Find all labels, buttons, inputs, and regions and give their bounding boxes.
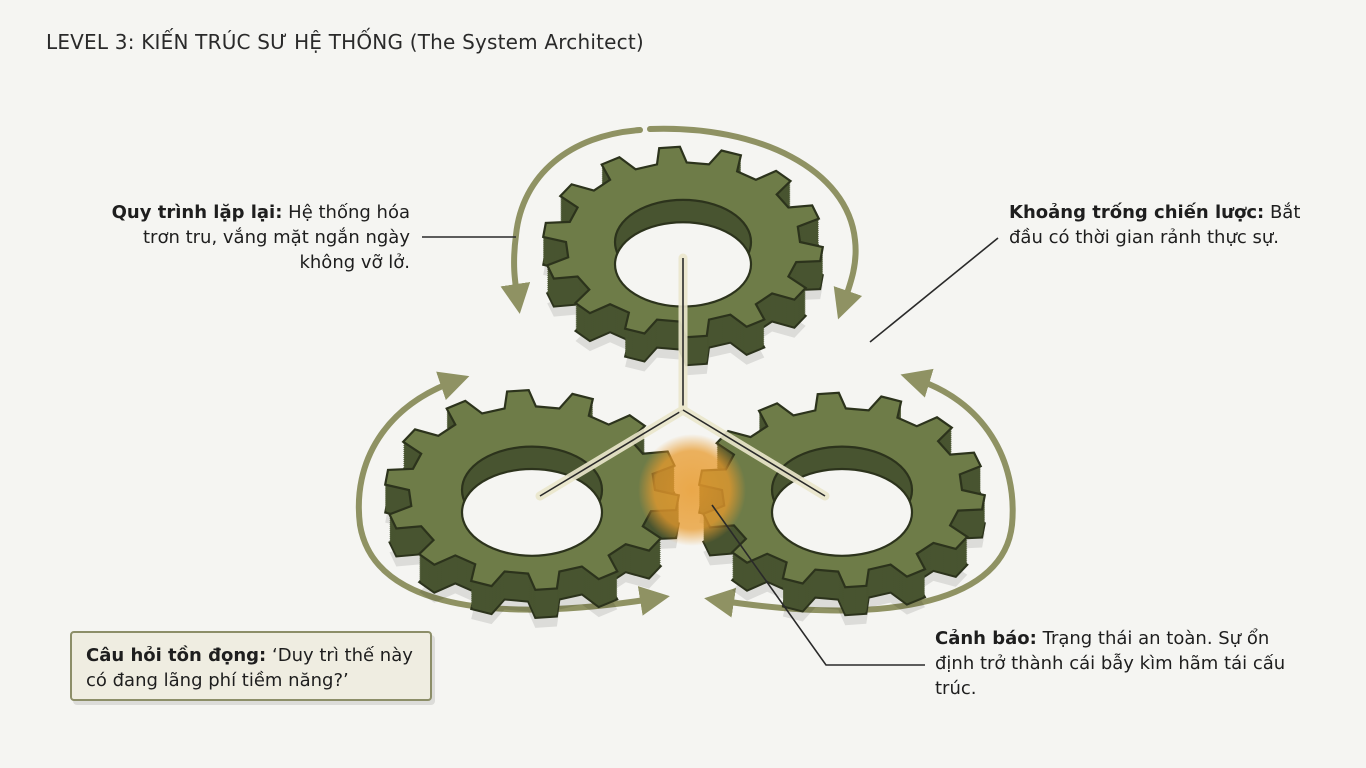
left-gear-arrow xyxy=(355,371,670,616)
question-box: Câu hỏi tồn đọng: ‘Duy trì thế này có đa… xyxy=(70,631,432,701)
left-gear-hole xyxy=(460,467,604,557)
note-space-title: Khoảng trống chiến lược: xyxy=(1009,202,1265,223)
note-warning-title: Cảnh báo: xyxy=(935,628,1037,649)
rod-left-line xyxy=(539,409,684,497)
mesh-highlight xyxy=(638,434,746,546)
right-gear-hole xyxy=(770,467,914,557)
question-text: ‘Duy trì thế này có đang lãng phí tiềm n… xyxy=(86,645,413,691)
leader-warning xyxy=(711,504,925,666)
right-gear xyxy=(697,391,987,626)
note-process-text: Hệ thống hóa trơn tru, vắng mặt ngắn ngà… xyxy=(142,202,410,273)
left-gear xyxy=(383,388,681,628)
rod-right-line xyxy=(682,409,826,497)
note-warning-text: Trạng thái an toàn. Sự ổn định trở thành… xyxy=(935,628,1286,699)
leader-space xyxy=(869,237,999,343)
diagram-title: LEVEL 3: KIẾN TRÚC SƯ HỆ THỐNG (The Syst… xyxy=(46,30,644,54)
note-process: Quy trình lặp lại: Hệ thống hóa trơn tru… xyxy=(110,200,410,275)
note-process-title: Quy trình lặp lại: xyxy=(111,202,283,223)
question-title: Câu hỏi tồn đọng: xyxy=(86,645,267,666)
rotation-arrows xyxy=(355,125,1016,618)
note-strategic-space: Khoảng trống chiến lược: Bắt đầu có thời… xyxy=(1009,200,1309,250)
note-space-text: Bắt đầu có thời gian rảnh thực sự. xyxy=(1009,202,1301,248)
note-warning: Cảnh báo: Trạng thái an toàn. Sự ổn định… xyxy=(935,626,1295,701)
gear-layer xyxy=(383,145,987,628)
connector-rods xyxy=(535,253,830,501)
top-gear-arrow-right xyxy=(647,125,863,320)
leader-lines xyxy=(422,236,999,666)
top-gear-arrow-left xyxy=(500,127,643,314)
